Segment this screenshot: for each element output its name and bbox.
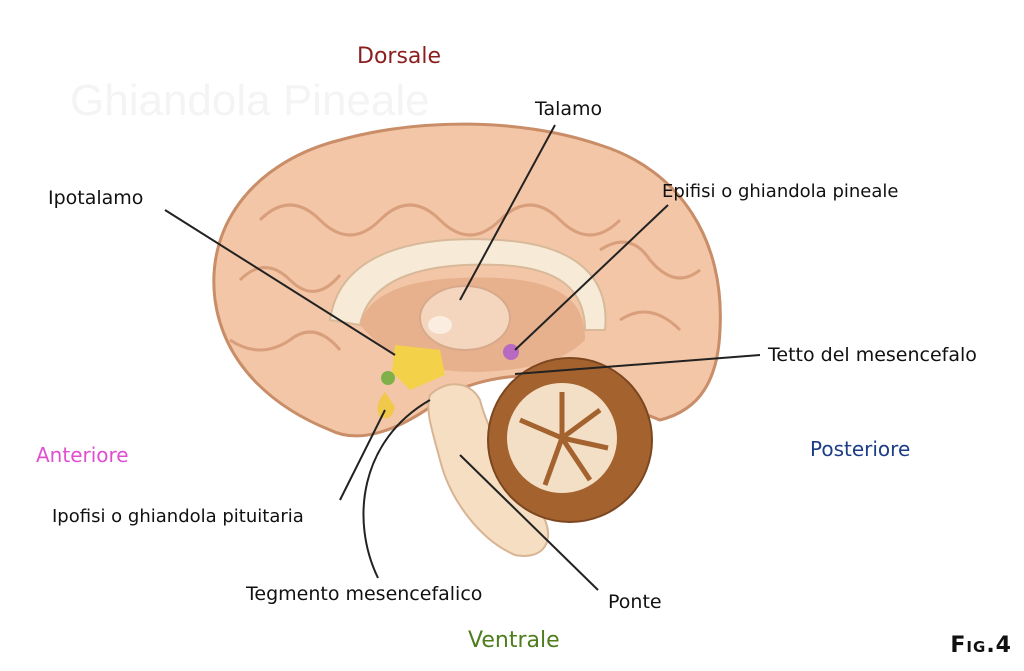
corpus-callosum (328, 238, 607, 331)
label-epifisi: Epifisi o ghiandola pineale (662, 181, 899, 202)
leader-lines (164, 124, 761, 591)
direction-anterior: Anteriore (36, 443, 129, 467)
watermark: Ghiandola Pineale (70, 76, 430, 125)
direction-ventral: Ventrale (468, 628, 560, 653)
label-ipotalamo: Ipotalamo (48, 187, 144, 209)
direction-posterior: Posteriore (810, 437, 911, 461)
hypothalamus (392, 345, 445, 390)
thalamus (419, 285, 511, 351)
label-ponte: Ponte (608, 591, 662, 613)
label-tetto: Tetto del mesencefalo (768, 344, 977, 366)
gyri (229, 203, 701, 352)
label-ipofisi: Ipofisi o ghiandola pituitaria (52, 506, 304, 527)
label-talamo: Talamo (535, 98, 603, 120)
arbor-vitae (519, 392, 609, 486)
label-tegmento: Tegmento mesencefalico (246, 583, 483, 605)
pituitary (377, 392, 395, 419)
figure-number: Fig.4 (950, 633, 1012, 658)
direction-dorsal: Dorsale (357, 44, 442, 69)
pineal-gland (503, 344, 519, 360)
